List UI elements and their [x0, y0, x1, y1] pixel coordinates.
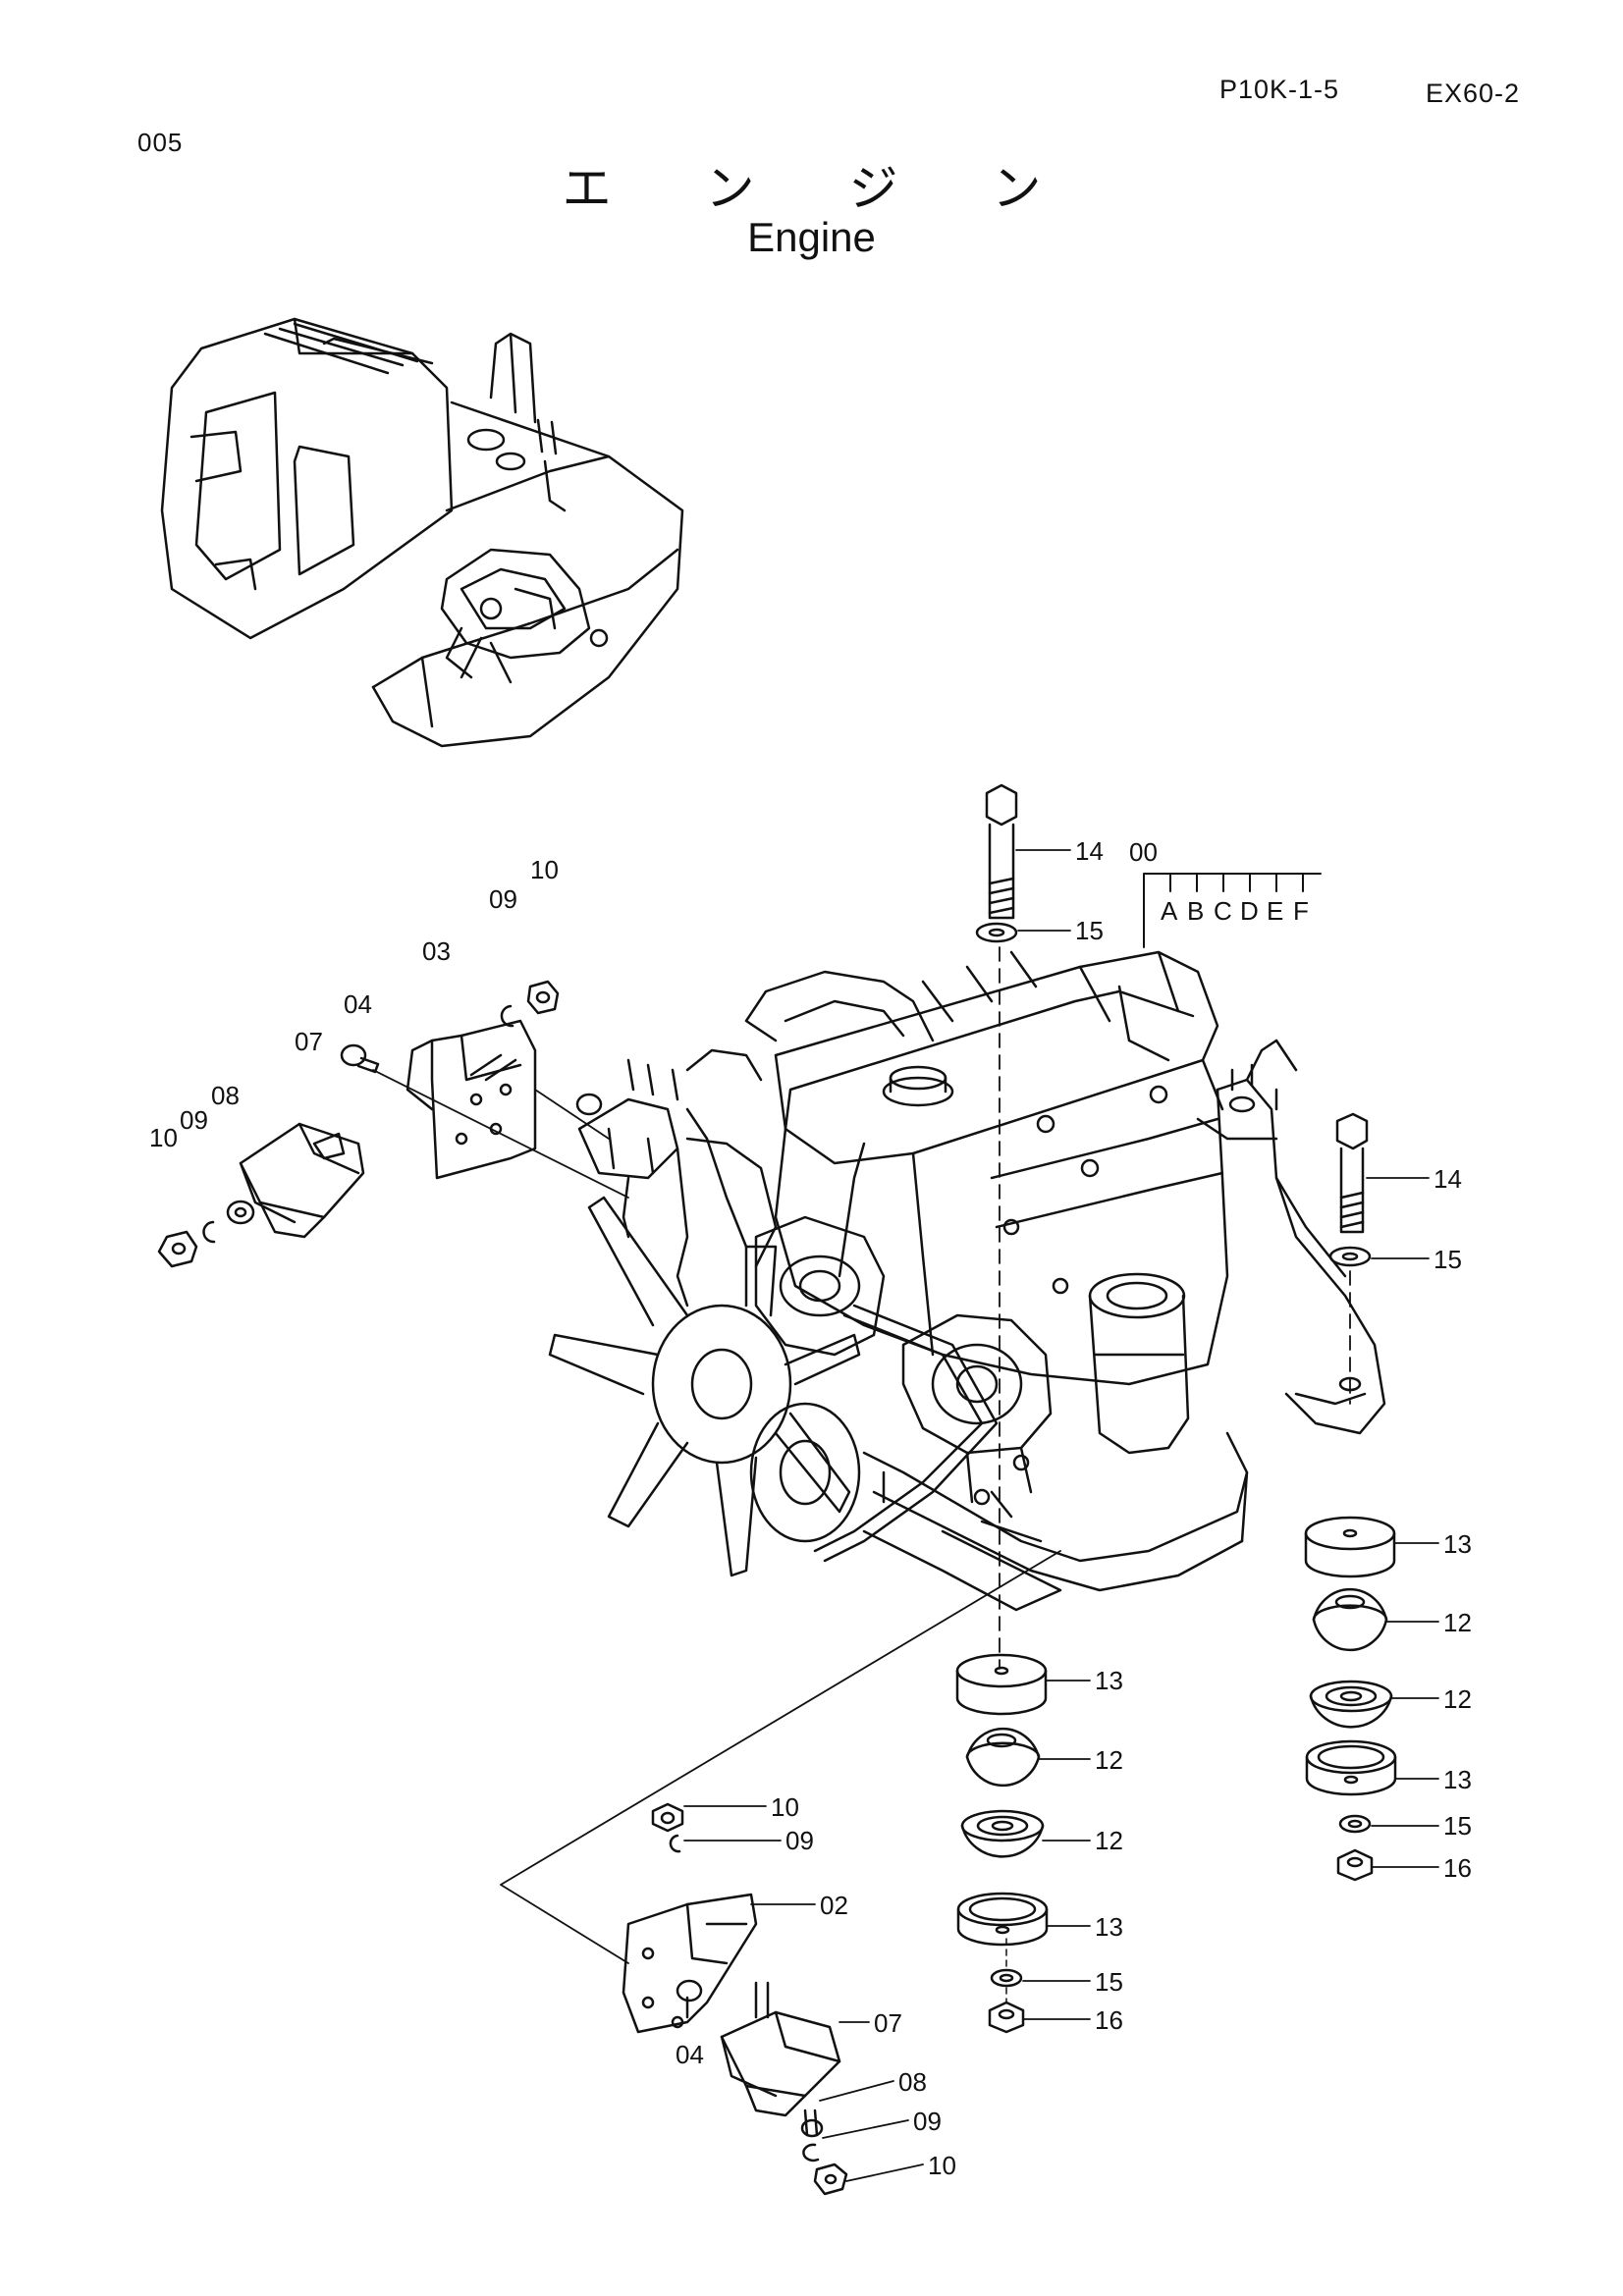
callout-15: 15 — [1434, 1245, 1462, 1274]
rear-mount-parts-illustration — [500, 1550, 1061, 2196]
callout-07: 07 — [295, 1027, 323, 1056]
right-mount-stack-illustration — [1304, 1112, 1397, 1882]
model-code: EX60-2 — [1426, 79, 1521, 108]
variant-index-bracket: 00 A B C D E F — [1129, 837, 1322, 948]
title-japanese: エ ン ジ ン — [562, 160, 1081, 217]
callout-16: 16 — [1095, 2005, 1123, 2035]
callout-08: 08 — [211, 1081, 240, 1110]
callout-15: 15 — [1095, 1967, 1123, 1997]
front-mount-parts-illustration — [157, 980, 629, 1268]
variant-label-00: 00 — [1129, 837, 1158, 867]
callout-10: 10 — [771, 1792, 799, 1822]
callout-13: 13 — [1095, 1912, 1123, 1942]
callout-13: 13 — [1443, 1529, 1472, 1559]
center-mount-stack-illustration — [955, 783, 1049, 2034]
callout-12: 12 — [1095, 1745, 1123, 1775]
callout-09: 09 — [785, 1826, 814, 1855]
variant-letter-e: E — [1267, 896, 1283, 926]
callout-10: 10 — [530, 855, 559, 884]
variant-letter-f: F — [1293, 896, 1309, 926]
callout-13: 13 — [1443, 1765, 1472, 1794]
callout-04: 04 — [676, 2040, 704, 2069]
callout-14: 14 — [1075, 836, 1104, 866]
callout-09: 09 — [913, 2107, 942, 2136]
callout-12: 12 — [1443, 1684, 1472, 1714]
callout-03: 03 — [422, 936, 451, 966]
callout-02: 02 — [820, 1891, 848, 1920]
page-number: 005 — [137, 128, 184, 157]
callout-13: 13 — [1095, 1666, 1123, 1695]
callout-04: 04 — [344, 989, 372, 1019]
cooling-fan-illustration — [548, 1196, 861, 1577]
callout-leader-lines — [683, 849, 1439, 2182]
callout-10: 10 — [149, 1123, 178, 1152]
callout-12: 12 — [1095, 1826, 1123, 1855]
callout-14: 14 — [1434, 1164, 1462, 1194]
callout-07: 07 — [874, 2008, 902, 2038]
callout-10: 10 — [928, 2151, 956, 2180]
title-english: Engine — [747, 214, 876, 260]
variant-letter-b: B — [1187, 896, 1204, 926]
page-code: P10K-1-5 — [1219, 75, 1340, 104]
callout-16: 16 — [1443, 1853, 1472, 1883]
callout-09: 09 — [180, 1105, 208, 1135]
engine-assembly-illustration — [548, 950, 1386, 1612]
callout-15: 15 — [1075, 916, 1104, 945]
variant-letter-a: A — [1161, 896, 1178, 926]
variant-letter-c: C — [1214, 896, 1232, 926]
callout-08: 08 — [898, 2067, 927, 2097]
callout-labels: 14 15 14 15 10 09 03 04 07 08 09 10 13 1… — [149, 836, 1472, 2180]
variant-letter-d: D — [1240, 896, 1259, 926]
callout-15: 15 — [1443, 1811, 1472, 1841]
excavator-overview-illustration — [160, 317, 684, 748]
callout-09: 09 — [489, 884, 517, 914]
callout-12: 12 — [1443, 1608, 1472, 1637]
